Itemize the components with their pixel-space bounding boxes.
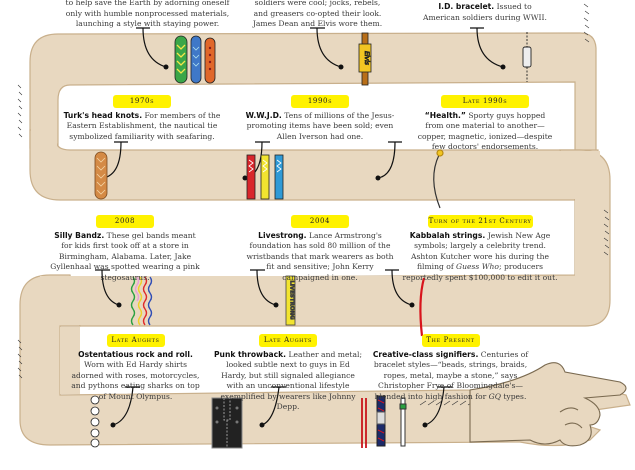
era-tag: Turn of the 21st Century [427, 215, 533, 228]
entry-text-italic: GQ [488, 391, 501, 401]
entry-text: soldiers were cool; jocks, rebels, and g… [252, 0, 383, 28]
entry-livestrong: 2004 Livestrong. Lance Armstrong's found… [245, 215, 395, 283]
entry-id-elvis: soldiers were cool; jocks, rebels, and g… [250, 0, 385, 30]
entry-punk: Late Aughts Punk throwback. Leather and … [213, 334, 363, 413]
bracelet-hemp [174, 35, 216, 84]
entry-text: Tens of millions of the Jesus-promoting … [246, 110, 395, 141]
entry-health: Late 1990s “Health.” Sporty guys hopped … [415, 95, 555, 153]
bracelet-skulls [90, 395, 100, 448]
arm-hair [17, 3, 610, 406]
entry-text-before: Centuries of bracelet styles—“beads, str… [373, 349, 529, 401]
entry-title: Punk throwback. [213, 349, 287, 359]
entry-title: Ostentatious rock and roll. [78, 349, 193, 359]
era-tag: 2004 [291, 215, 349, 228]
entry-text: Sporty guys hopped from one material to … [417, 110, 553, 152]
entry-id-bracelet: I.D. bracelet. Issued to American soldie… [420, 2, 550, 23]
bracelet-livestrong-label: LIVESTRONG [289, 280, 295, 320]
entry-present: The Present Creative-class signifiers. C… [368, 334, 533, 402]
entry-rock-roll: Late Aughts Ostentatious rock and roll. … [68, 334, 203, 402]
entry-turks-head: 1970s Turk's head knots. For members of … [62, 95, 222, 142]
bracelet-elvis: Elvis [358, 32, 372, 86]
pointer-dots [100, 64, 506, 428]
bracelet-wwjd [246, 154, 284, 200]
entry-text: Lance Armstrong's foundation has sold 80… [246, 230, 394, 282]
bracelet-health [433, 149, 444, 209]
entry-text: Leather and metal; looked subtle next to… [220, 349, 362, 412]
entry-text-before: Jewish New Age symbols; largely a celebr… [411, 230, 551, 272]
bracelet-id [522, 32, 532, 82]
era-tag: Late 1990s [441, 95, 529, 108]
bracelet-silly-bandz [130, 276, 153, 326]
bracelet-elvis-label: Elvis [363, 51, 370, 65]
entry-text: Worn with Ed Hardy shirts adorned with r… [71, 360, 200, 401]
bracelet-livestrong: LIVESTRONG [285, 275, 296, 326]
arm-row-1 [29, 32, 597, 201]
entry-title: Creative-class signifiers. [372, 349, 479, 359]
entry-title: Livestrong. [258, 230, 307, 240]
entry-title: W.W.J.D. [245, 110, 282, 120]
entry-title: I.D. bracelet. [438, 2, 495, 11]
entry-text-italic: Guess Who [456, 262, 499, 271]
entry-text: Issued to American soldiers during WWII. [423, 2, 547, 22]
entry-title: “Health.” [424, 110, 466, 120]
entry-text-after: ; producers reportedly spent $100,000 to… [402, 262, 558, 282]
entry-wwjd: 1990s W.W.J.D. Tens of millions of the J… [245, 95, 395, 142]
hand-icon [469, 362, 627, 447]
era-tag: Late Aughts [106, 334, 165, 347]
bracelet-turks-head [94, 151, 108, 200]
entry-text-after: types. [500, 391, 527, 401]
era-tag: 1990s [291, 95, 349, 108]
entry-hemp: to help save the Earth by adorning onese… [65, 0, 230, 30]
era-tag: Late Aughts [259, 334, 317, 347]
era-tag: The Present [421, 334, 480, 347]
bracelet-present [361, 395, 407, 448]
entry-text: to help save the Earth by adorning onese… [65, 0, 230, 28]
entry-kabbalah: Turn of the 21st Century Kabbalah string… [400, 215, 560, 283]
bracelet-kabbalah [419, 277, 426, 337]
entry-text: For members of the Eastern Establishment… [66, 110, 221, 141]
entry-silly-bandz: 2008 Silly Bandz. These gel bands meant … [50, 215, 200, 283]
entry-title: Kabbalah strings. [409, 230, 486, 240]
entry-title: Turk's head knots. [63, 110, 143, 120]
bracelet-punk [211, 397, 243, 449]
era-tag: 1970s [113, 95, 171, 108]
entry-text: These gel bands meant for kids first too… [50, 230, 200, 282]
era-tag: 2008 [96, 215, 154, 228]
entry-title: Silly Bandz. [54, 230, 105, 240]
